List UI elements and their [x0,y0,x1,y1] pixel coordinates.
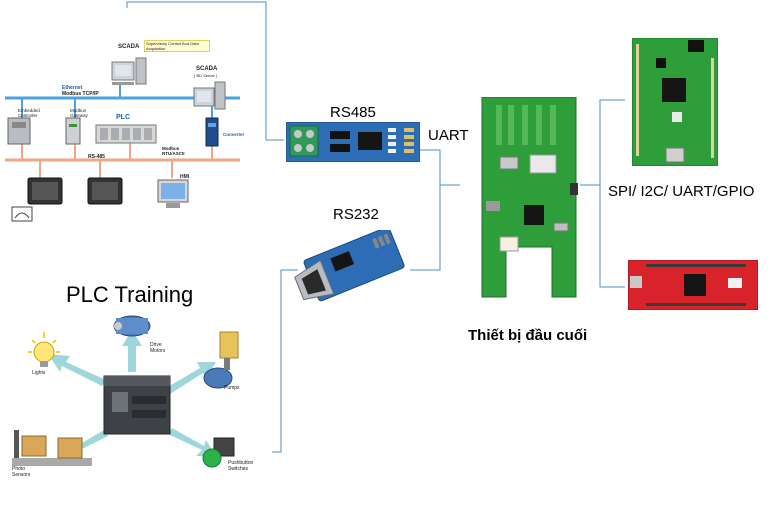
hmi-panel-1 [27,177,63,205]
scada2-label: SCADA [196,66,218,72]
plc-training-diagram [12,315,239,468]
terminal-to-launchpad-line [599,185,625,288]
network-diagram: SCADA Supervisory Control And Data Acqui… [0,10,262,230]
chip-icon [662,78,686,102]
plc-unit-icon [103,375,171,435]
converter-label: Converter [223,132,245,137]
chip-icon [358,132,382,150]
rs232-to-terminal-line [410,185,441,271]
pushbutton-icon [202,437,235,468]
converter-device [205,117,219,147]
hmi-panel-2 [87,177,123,205]
scada1-label: SCADA [118,44,140,50]
arrows-icon [48,330,216,460]
chip-icon [330,251,355,272]
photo-sensors-label: Photo Sensors [12,466,31,478]
motors-label: Drive Motors [150,342,166,354]
plc-training-title: PLC Training [66,282,194,307]
plc-rack-device [95,124,157,144]
lights-label: Lights [32,370,46,376]
uart-label: UART [428,127,469,144]
discovery-board [632,38,718,166]
network-to-rs485-line [126,1,284,141]
rs485-module [286,122,420,162]
rs232-label: RS232 [333,206,379,223]
embedded-label: Embedded Controller [18,108,40,118]
usb-port-icon [486,201,500,211]
interfaces-label: SPI/ I2C/ UART/GPIO [608,183,755,200]
chip-icon [684,274,706,296]
rtu-label: Modbus RTU/ASCII [162,146,185,156]
terminal-pcb [481,97,578,298]
antenna-icon [496,105,556,145]
hmi-monitor [157,179,189,208]
plc-label: PLC [116,114,130,121]
ethernet-label: Ethernet [62,85,83,91]
training-to-rs232-line [272,269,298,453]
scada-computer-1 [111,57,147,85]
switches-label: Pushbutton Switches [228,460,254,472]
hmi-label: HMI [180,174,190,180]
rs485-to-terminal-line [420,149,460,186]
rs232-module [294,230,405,302]
chip-icon [524,205,544,225]
embedded-controller-device [7,117,31,145]
photo-sensor-icon [12,430,92,466]
pumps-label: Pumps [224,385,240,391]
modbus-tcp-label: Modbus TCP/IP [62,91,99,97]
network-lines [5,57,240,222]
modbus-gateway-device [65,117,81,145]
pump-icon [203,331,239,389]
launchpad-board [628,260,758,310]
gateway-label: Modbus Gateway [70,108,88,118]
terminal-block-icon [289,125,319,157]
drive-motor-icon [113,315,151,337]
scada-computer-2 [193,81,226,110]
scada2-sub-label: ( BD Server ) [194,73,218,78]
scada1-sub-label: Supervisory Control And Data Acquisition [144,40,210,52]
terminal-to-discovery-line [580,99,625,186]
rs485-label: RS485 [330,104,376,121]
meter-device [11,206,33,222]
terminal-label: Thiết bị đầu cuối [468,327,588,344]
light-bulb-icon [28,332,60,367]
rs485-bus-label: RS-485 [88,154,105,160]
